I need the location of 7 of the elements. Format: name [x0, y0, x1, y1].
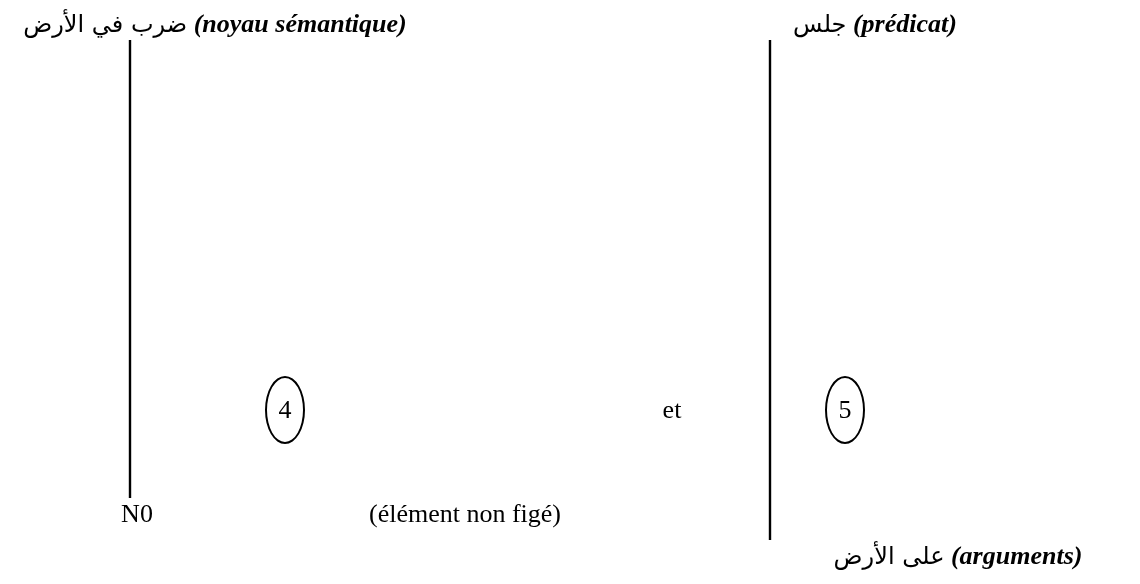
conjunction-text: et: [662, 395, 682, 425]
node-label: N0: [121, 499, 153, 529]
note-text: (élément non figé): [369, 499, 561, 529]
circled-number: 5: [825, 376, 865, 444]
tree-line: [768, 39, 772, 541]
circled-number: 4: [265, 376, 305, 444]
tree-line: [128, 39, 132, 499]
